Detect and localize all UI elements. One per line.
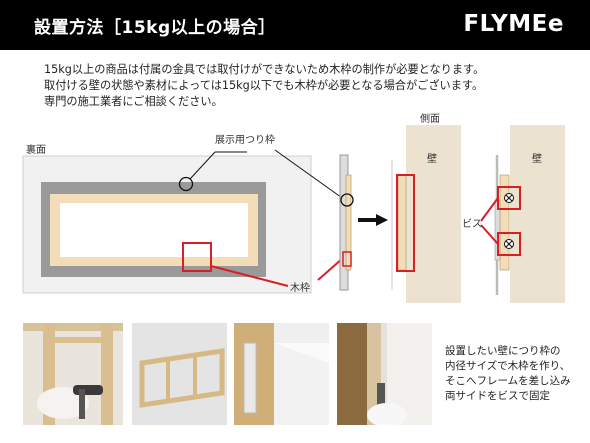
back-view-label: 裏面 xyxy=(26,145,46,156)
instruction-caption: 設置したい壁につり枠の 内径サイズで木枠を作り、 そこへフレームを差し込み 両サ… xyxy=(445,344,571,404)
side-marker xyxy=(340,193,354,207)
hanging-frame-label: 展示用つり枠 xyxy=(215,135,275,146)
wall-label-2: 壁 xyxy=(532,154,542,165)
screw-leader-bottom xyxy=(480,224,499,245)
wall-panel-2 xyxy=(510,125,565,303)
photo-screwing-side xyxy=(337,323,432,425)
intro-line: 専門の施工業者にご相談ください。 xyxy=(44,95,223,108)
page-title: 設置方法［15kg以上の場合］ xyxy=(34,18,276,38)
hanging-frame-leader xyxy=(189,151,216,180)
wood-frame-label: 木枠 xyxy=(290,283,310,294)
installation-diagram xyxy=(22,125,565,303)
caption-line: 内径サイズで木枠を作り、 xyxy=(445,360,571,372)
header-bar: 設置方法［15kg以上の場合］ FLYMEe xyxy=(0,0,590,50)
screw-label: ビス xyxy=(462,219,482,230)
intro-line: 15kg以上の商品は付属の金具では取付けができないため木枠の制作が必要となります… xyxy=(44,63,485,76)
photo-drilling xyxy=(23,323,123,425)
wall-1-marker xyxy=(396,174,415,272)
caption-line: 両サイドをビスで固定 xyxy=(445,390,550,402)
caption-line: そこへフレームを差し込み xyxy=(445,375,571,387)
photo-wood-frame-on-wall xyxy=(132,323,227,425)
hanging-frame-marker xyxy=(178,176,194,192)
intro-text: 15kg以上の商品は付属の金具では取付けができないため木枠の制作が必要となります… xyxy=(44,62,574,110)
wood-frame-marker xyxy=(182,242,212,272)
frame-inner xyxy=(60,203,248,257)
arrow-head xyxy=(376,214,388,226)
wood-frame-leader xyxy=(210,265,289,287)
wall-label-1: 壁 xyxy=(427,154,437,165)
intro-line: 取付ける壁の状態や素材によっては15kg以下でも木枠が必要となる場合がございます… xyxy=(44,79,484,92)
photo-frame-corner xyxy=(234,323,329,425)
wall-panel-1 xyxy=(406,125,461,303)
hanging-frame-leader-side xyxy=(274,149,346,201)
side-view-label: 側面 xyxy=(420,114,440,125)
caption-line: 設置したい壁につり枠の xyxy=(445,345,561,357)
screw-leader-top xyxy=(480,197,499,222)
brand-logo: FLYMEe xyxy=(463,11,564,37)
